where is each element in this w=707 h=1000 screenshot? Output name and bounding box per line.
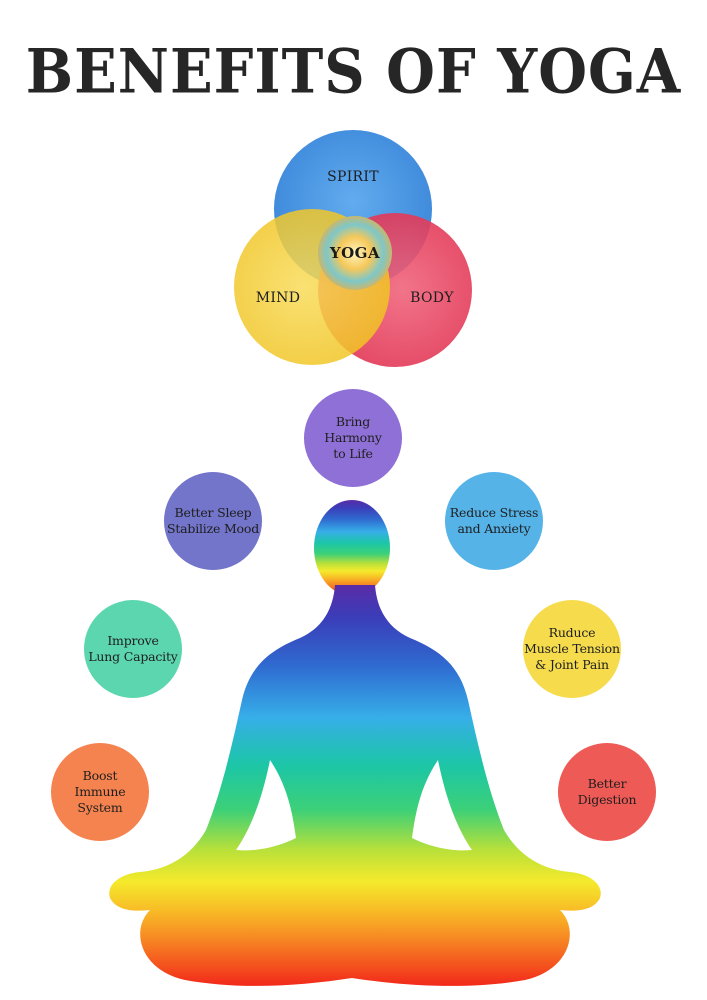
yoga-center: YOGA (318, 216, 392, 290)
benefit-immune-label: Boost Immune System (74, 768, 126, 815)
figure-arm-gap-left (236, 760, 296, 851)
benefit-muscle: Ruduce Muscle Tension & Joint Pain (523, 600, 621, 698)
benefit-immune: Boost Immune System (51, 743, 149, 841)
benefit-digestion-label: Better Digestion (577, 776, 637, 807)
benefit-harmony-label: Bring Harmony to Life (324, 414, 382, 461)
venn-diagram (234, 130, 472, 367)
venn-label-mind: MIND (255, 290, 301, 306)
page-title: BENEFITS OF YOGA (25, 36, 682, 108)
benefit-sleep: Better Sleep Stabilize Mood (164, 472, 262, 570)
venn-label-body: BODY (410, 290, 454, 306)
benefit-lung: Improve Lung Capacity (84, 600, 182, 698)
benefit-harmony: Bring Harmony to Life (304, 389, 402, 487)
benefit-stress-label: Reduce Stress and Anxiety (449, 505, 539, 536)
figure-arm-gap-right (412, 760, 472, 851)
meditating-figure (109, 500, 601, 986)
venn-label-spirit: SPIRIT (327, 169, 379, 185)
benefit-stress: Reduce Stress and Anxiety (445, 472, 543, 570)
benefit-sleep-label: Better Sleep Stabilize Mood (166, 505, 260, 536)
benefit-muscle-label: Ruduce Muscle Tension & Joint Pain (524, 625, 620, 672)
yoga-center-label: YOGA (329, 244, 381, 262)
benefit-digestion: Better Digestion (558, 743, 656, 841)
figure-head (314, 500, 390, 596)
yoga-center-circle (318, 216, 392, 290)
benefit-lung-label: Improve Lung Capacity (88, 633, 178, 664)
figure-body (109, 585, 601, 986)
